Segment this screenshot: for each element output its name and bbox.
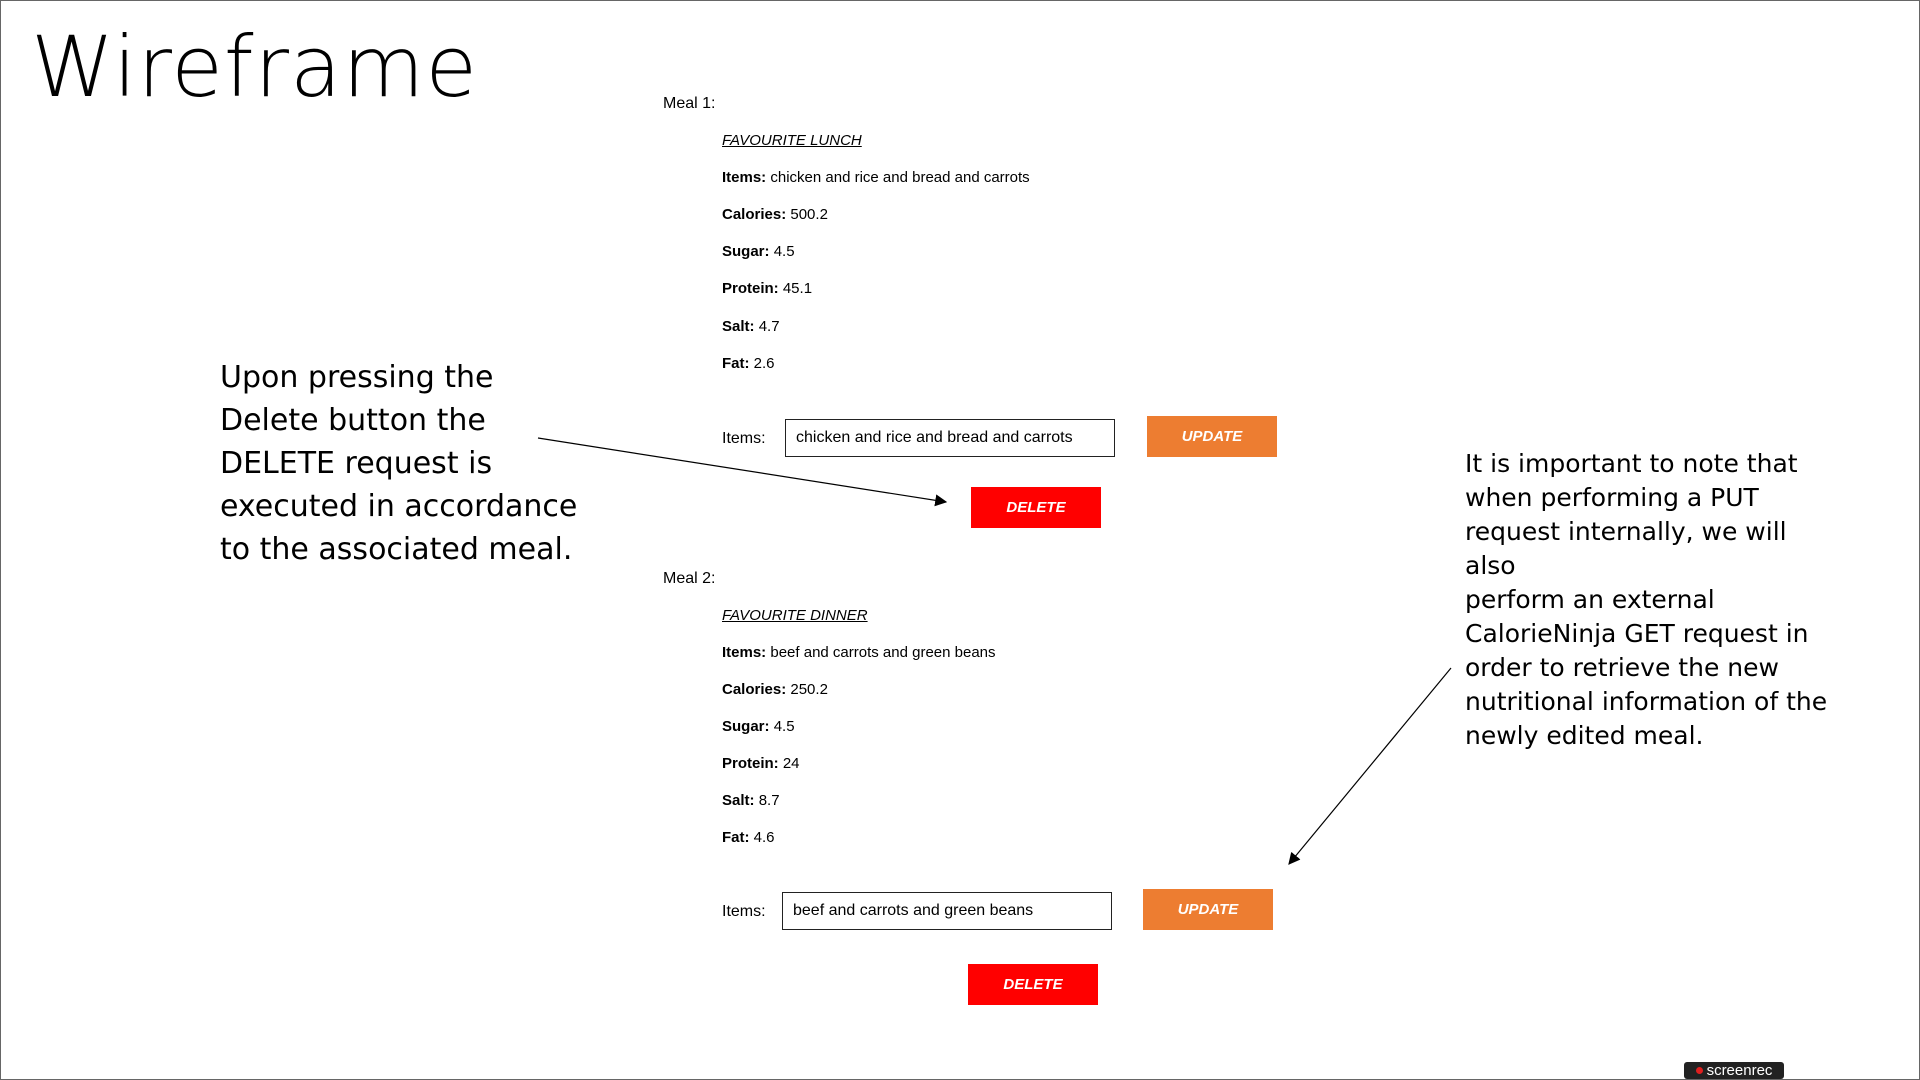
meal-1-label: Meal 1: bbox=[663, 95, 716, 112]
delete-note-line: Upon pressing the bbox=[220, 360, 494, 395]
meal-2-items-row: Items: beef and carrots and green beans bbox=[722, 644, 996, 661]
put-note-line: when performing a PUT bbox=[1465, 483, 1759, 512]
salt-value: 4.7 bbox=[758, 318, 780, 335]
meal-1-fat-row: Fat: 2.6 bbox=[722, 355, 775, 372]
meal-2-salt-row: Salt: 8.7 bbox=[722, 792, 780, 809]
record-dot-icon bbox=[1695, 1067, 1703, 1074]
meal-2-delete-button[interactable]: DELETE bbox=[968, 964, 1098, 1005]
items-key: Items: bbox=[722, 169, 767, 186]
put-note-line: newly edited meal. bbox=[1465, 721, 1704, 750]
delete-note: Upon pressing the Delete button the DELE… bbox=[220, 356, 600, 571]
put-note-line: nutritional information of the bbox=[1465, 687, 1828, 716]
meal-1-items-input[interactable] bbox=[785, 419, 1115, 457]
brand-text: screenrec bbox=[1706, 1062, 1773, 1079]
delete-note-line: Delete button the bbox=[220, 403, 486, 438]
items-value: chicken and rice and bread and carrots bbox=[770, 169, 1030, 186]
sugar-value: 4.5 bbox=[773, 243, 795, 260]
put-note-line: order to retrieve the new bbox=[1465, 653, 1779, 682]
protein-key: Protein: bbox=[722, 280, 779, 297]
delete-arrow bbox=[537, 437, 948, 507]
delete-note-line: DELETE request is bbox=[220, 446, 493, 481]
calories-value: 250.2 bbox=[790, 681, 828, 698]
slide-title: Wireframe bbox=[31, 18, 479, 116]
put-note: It is important to note that when perfor… bbox=[1465, 447, 1845, 753]
screenrec-watermark: screenrec bbox=[1684, 1062, 1784, 1079]
fat-value: 2.6 bbox=[753, 355, 775, 372]
delete-note-line: executed in accordance bbox=[220, 489, 578, 524]
salt-value: 8.7 bbox=[758, 792, 780, 809]
meal-1-items-row: Items: chicken and rice and bread and ca… bbox=[722, 169, 1030, 186]
items-value: beef and carrots and green beans bbox=[770, 644, 996, 661]
protein-value: 45.1 bbox=[782, 280, 813, 297]
meal-2-protein-row: Protein: 24 bbox=[722, 755, 800, 772]
meal-2-label: Meal 2: bbox=[663, 570, 716, 587]
fat-value: 4.6 bbox=[753, 829, 775, 846]
calories-key: Calories: bbox=[722, 681, 787, 698]
meal-1-calories-row: Calories: 500.2 bbox=[722, 206, 828, 223]
meal-2-fat-row: Fat: 4.6 bbox=[722, 829, 775, 846]
meal-1-update-button[interactable]: UPDATE bbox=[1147, 416, 1277, 457]
meal-1-protein-row: Protein: 45.1 bbox=[722, 280, 812, 297]
meal-2-calories-row: Calories: 250.2 bbox=[722, 681, 828, 698]
meal-1-delete-button[interactable]: DELETE bbox=[971, 487, 1101, 528]
fat-key: Fat: bbox=[722, 829, 750, 846]
protein-key: Protein: bbox=[722, 755, 779, 772]
calories-key: Calories: bbox=[722, 206, 787, 223]
put-note-line: request internally, we will also bbox=[1465, 517, 1787, 580]
put-note-line: CalorieNinja GET request in bbox=[1465, 619, 1809, 648]
delete-note-line: to the associated meal. bbox=[220, 532, 573, 567]
meal-1-salt-row: Salt: 4.7 bbox=[722, 318, 780, 335]
salt-key: Salt: bbox=[722, 318, 755, 335]
protein-value: 24 bbox=[782, 755, 800, 772]
calories-value: 500.2 bbox=[790, 206, 828, 223]
meal-2-input-label: Items: bbox=[722, 903, 766, 920]
meal-2-update-button[interactable]: UPDATE bbox=[1143, 889, 1273, 930]
items-key: Items: bbox=[722, 644, 767, 661]
update-arrow bbox=[1288, 667, 1452, 865]
sugar-key: Sugar: bbox=[722, 718, 770, 735]
meal-2-items-input[interactable] bbox=[782, 892, 1112, 930]
fat-key: Fat: bbox=[722, 355, 750, 372]
sugar-value: 4.5 bbox=[773, 718, 795, 735]
meal-1-name: FAVOURITE LUNCH bbox=[722, 132, 862, 149]
meal-1-input-label: Items: bbox=[722, 430, 766, 447]
meal-1-sugar-row: Sugar: 4.5 bbox=[722, 243, 795, 260]
meal-2-name: FAVOURITE DINNER bbox=[722, 607, 868, 624]
put-note-line: perform an external bbox=[1465, 585, 1715, 614]
put-note-line: It is important to note that bbox=[1465, 449, 1798, 478]
salt-key: Salt: bbox=[722, 792, 755, 809]
meal-2-sugar-row: Sugar: 4.5 bbox=[722, 718, 795, 735]
sugar-key: Sugar: bbox=[722, 243, 770, 260]
